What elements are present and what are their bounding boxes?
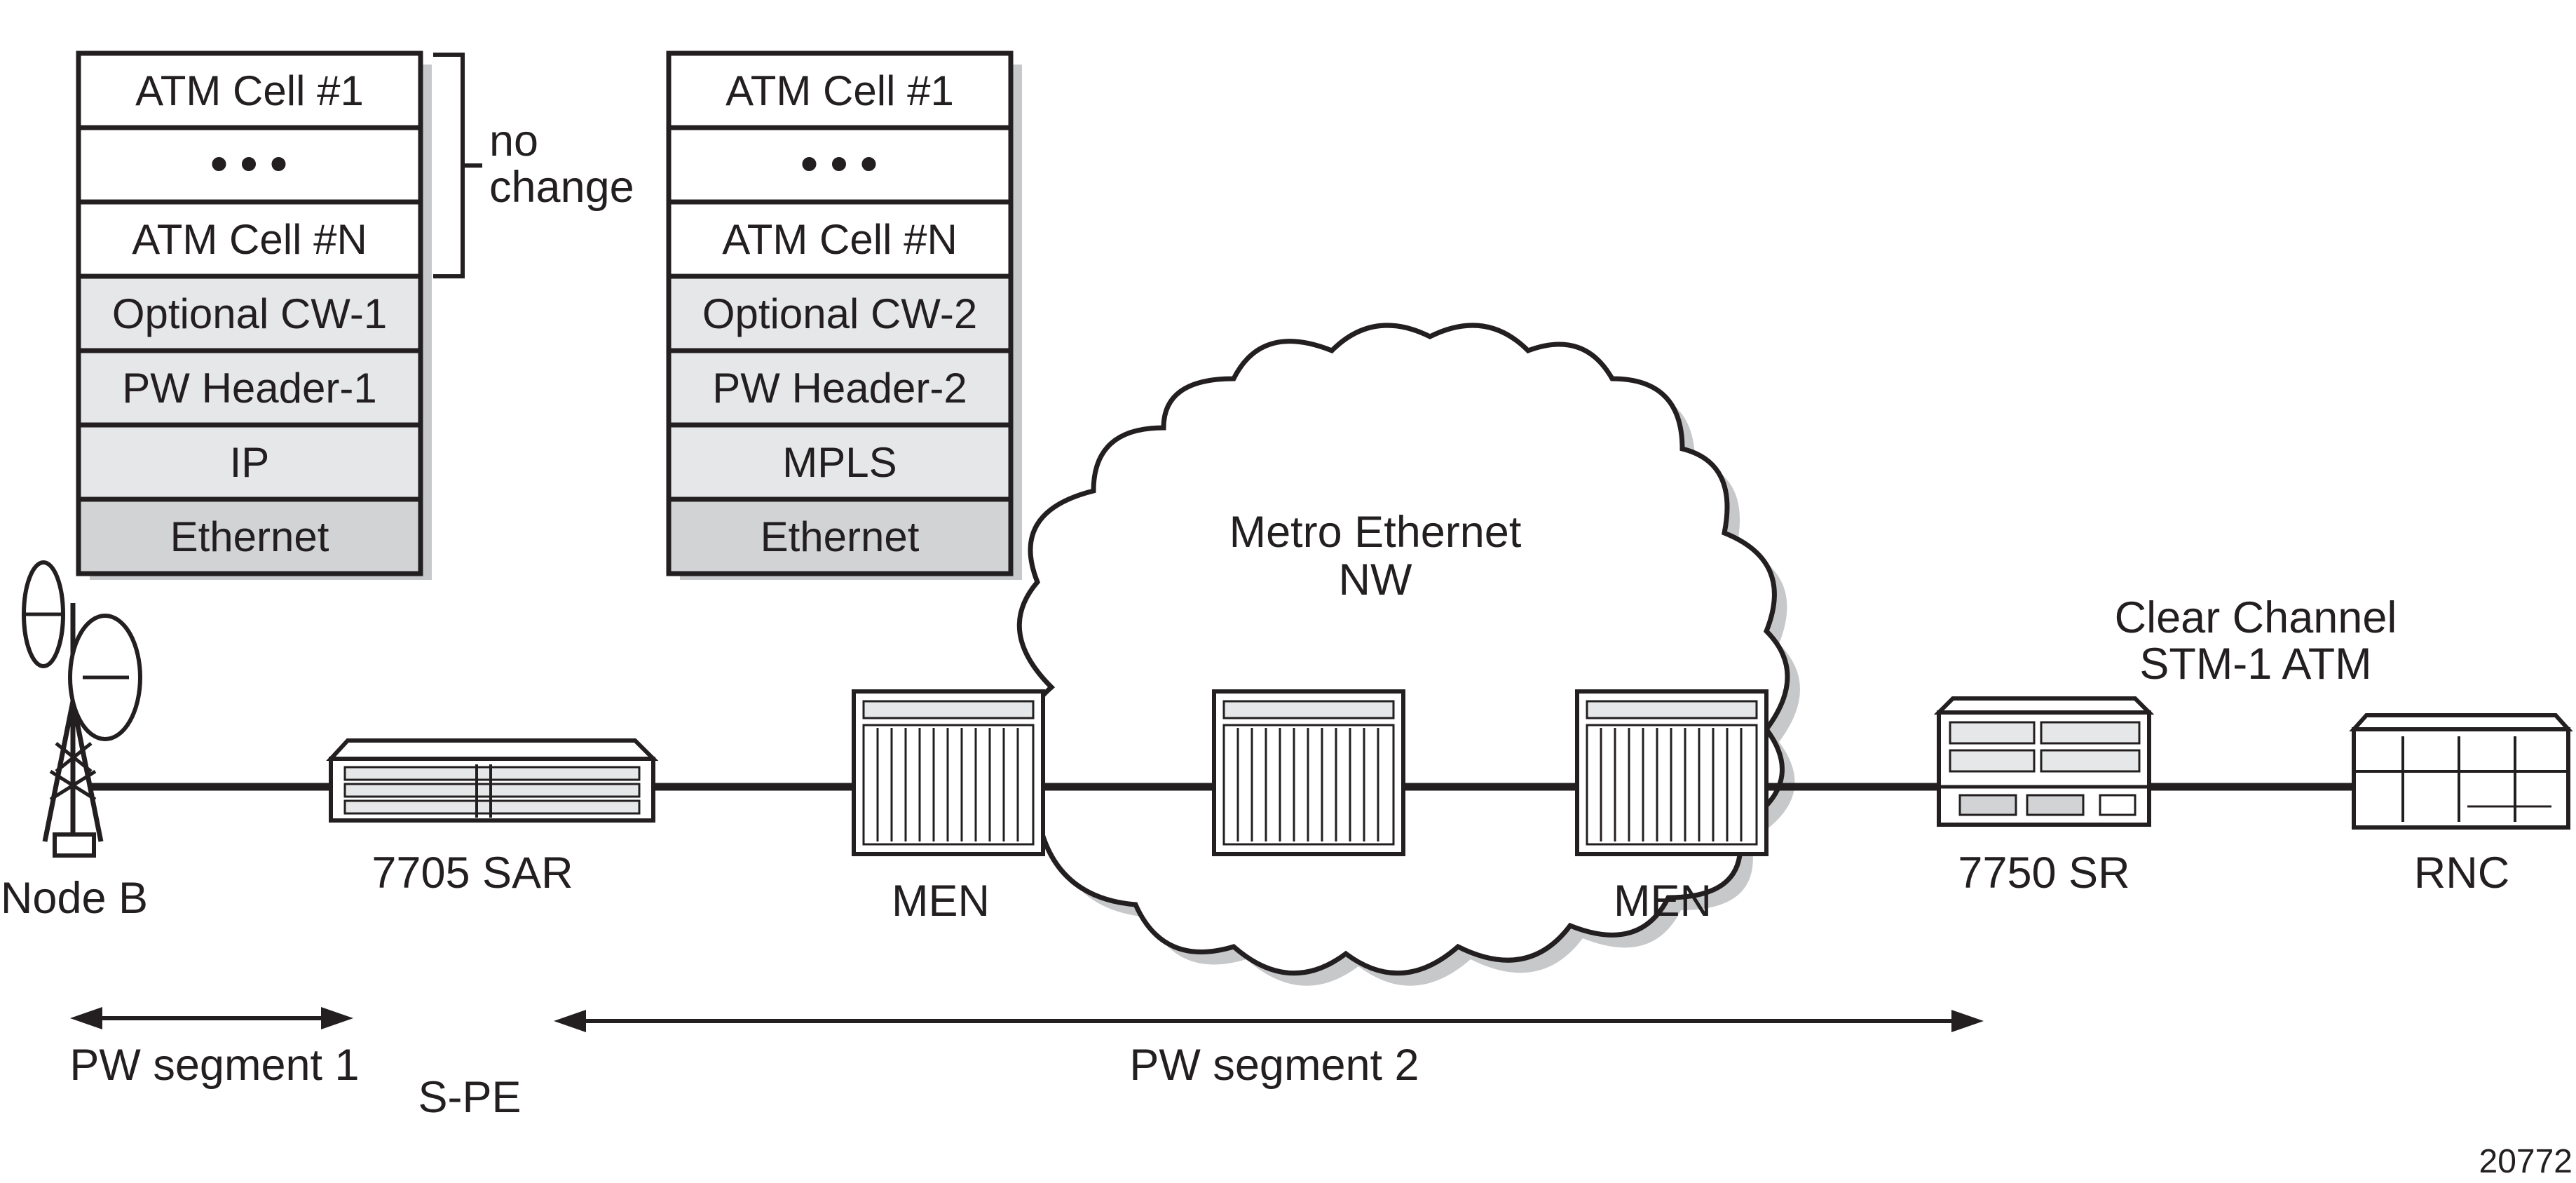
figure-id: 20772 [2479,1143,2572,1179]
stack-left-cell [76,496,423,576]
stack-left-pw-header: PW Header-1 [122,365,376,412]
stack-right-cell [666,348,1014,428]
stack-right-ethernet: Ethernet [761,513,920,560]
pw-segment-1-label: PW segment 1 [69,1041,359,1090]
no-change-brace [433,53,482,278]
rnc-label: RNC [2414,849,2510,898]
stack-left-cell [76,199,423,279]
stack-left-ethernet: Ethernet [170,513,329,560]
sr-7750-router-icon [1933,696,2155,827]
men-left-label: MEN [892,877,990,926]
stack-left-ellipsis: ••• [210,136,300,191]
clear-channel-label-line1: Clear Channel [2115,593,2397,642]
men-right-label: MEN [1614,877,1712,926]
stack-right-mpls: MPLS [782,439,897,486]
brace-label-line2: change [489,163,634,212]
men-center-switch-icon [1212,689,1405,856]
protocol-stack-right: ATM Cell #1 ••• ATM Cell #N Optional CW-… [666,50,1022,580]
sar-7705-label: 7705 SAR [372,849,573,898]
brace-label-line1: no [489,116,538,165]
pw-segment-2-label: PW segment 2 [1129,1041,1419,1090]
men-right-switch-icon [1575,689,1769,856]
stack-right-cell [666,273,1014,353]
men-left-switch-icon [852,689,1045,856]
stack-left-optional-cw: Optional CW-1 [112,290,387,337]
cloud-label-line1: Metro Ethernet [1229,508,1522,557]
stack-right-ellipsis: ••• [800,136,890,191]
sr-7750-label: 7750 SR [1958,849,2129,898]
pw-segment-2-arrow [554,1010,1984,1032]
stack-left-cell [76,50,423,130]
stack-left-atm-cell-n: ATM Cell #N [132,216,367,263]
cloud-label-line2: NW [1339,555,1412,604]
stack-right-cell [666,496,1014,576]
stack-right-atm-cell-1: ATM Cell #1 [725,67,954,114]
stack-right-cell [666,50,1014,130]
stack-left-ip: IP [230,439,270,486]
stack-right-atm-cell-n: ATM Cell #N [722,216,958,263]
stack-right-cell [666,199,1014,279]
sar-7705-device-icon [326,738,659,823]
protocol-stack-left: ATM Cell #1 ••• ATM Cell #N Optional CW-… [76,50,432,580]
pw-segment-1-arrow [70,1007,353,1029]
clear-channel-label-line2: STM-1 ATM [2139,640,2371,689]
node-b-label: Node B [1,874,148,923]
stack-right-pw-header: PW Header-2 [712,365,967,412]
stack-left-cell [76,125,423,205]
s-pe-label: S-PE [418,1073,521,1122]
stack-right-optional-cw: Optional CW-2 [702,290,977,337]
stack-left-atm-cell-1: ATM Cell #1 [135,67,364,114]
node-b-tower-icon [22,560,142,858]
rnc-device-icon [2349,713,2573,830]
